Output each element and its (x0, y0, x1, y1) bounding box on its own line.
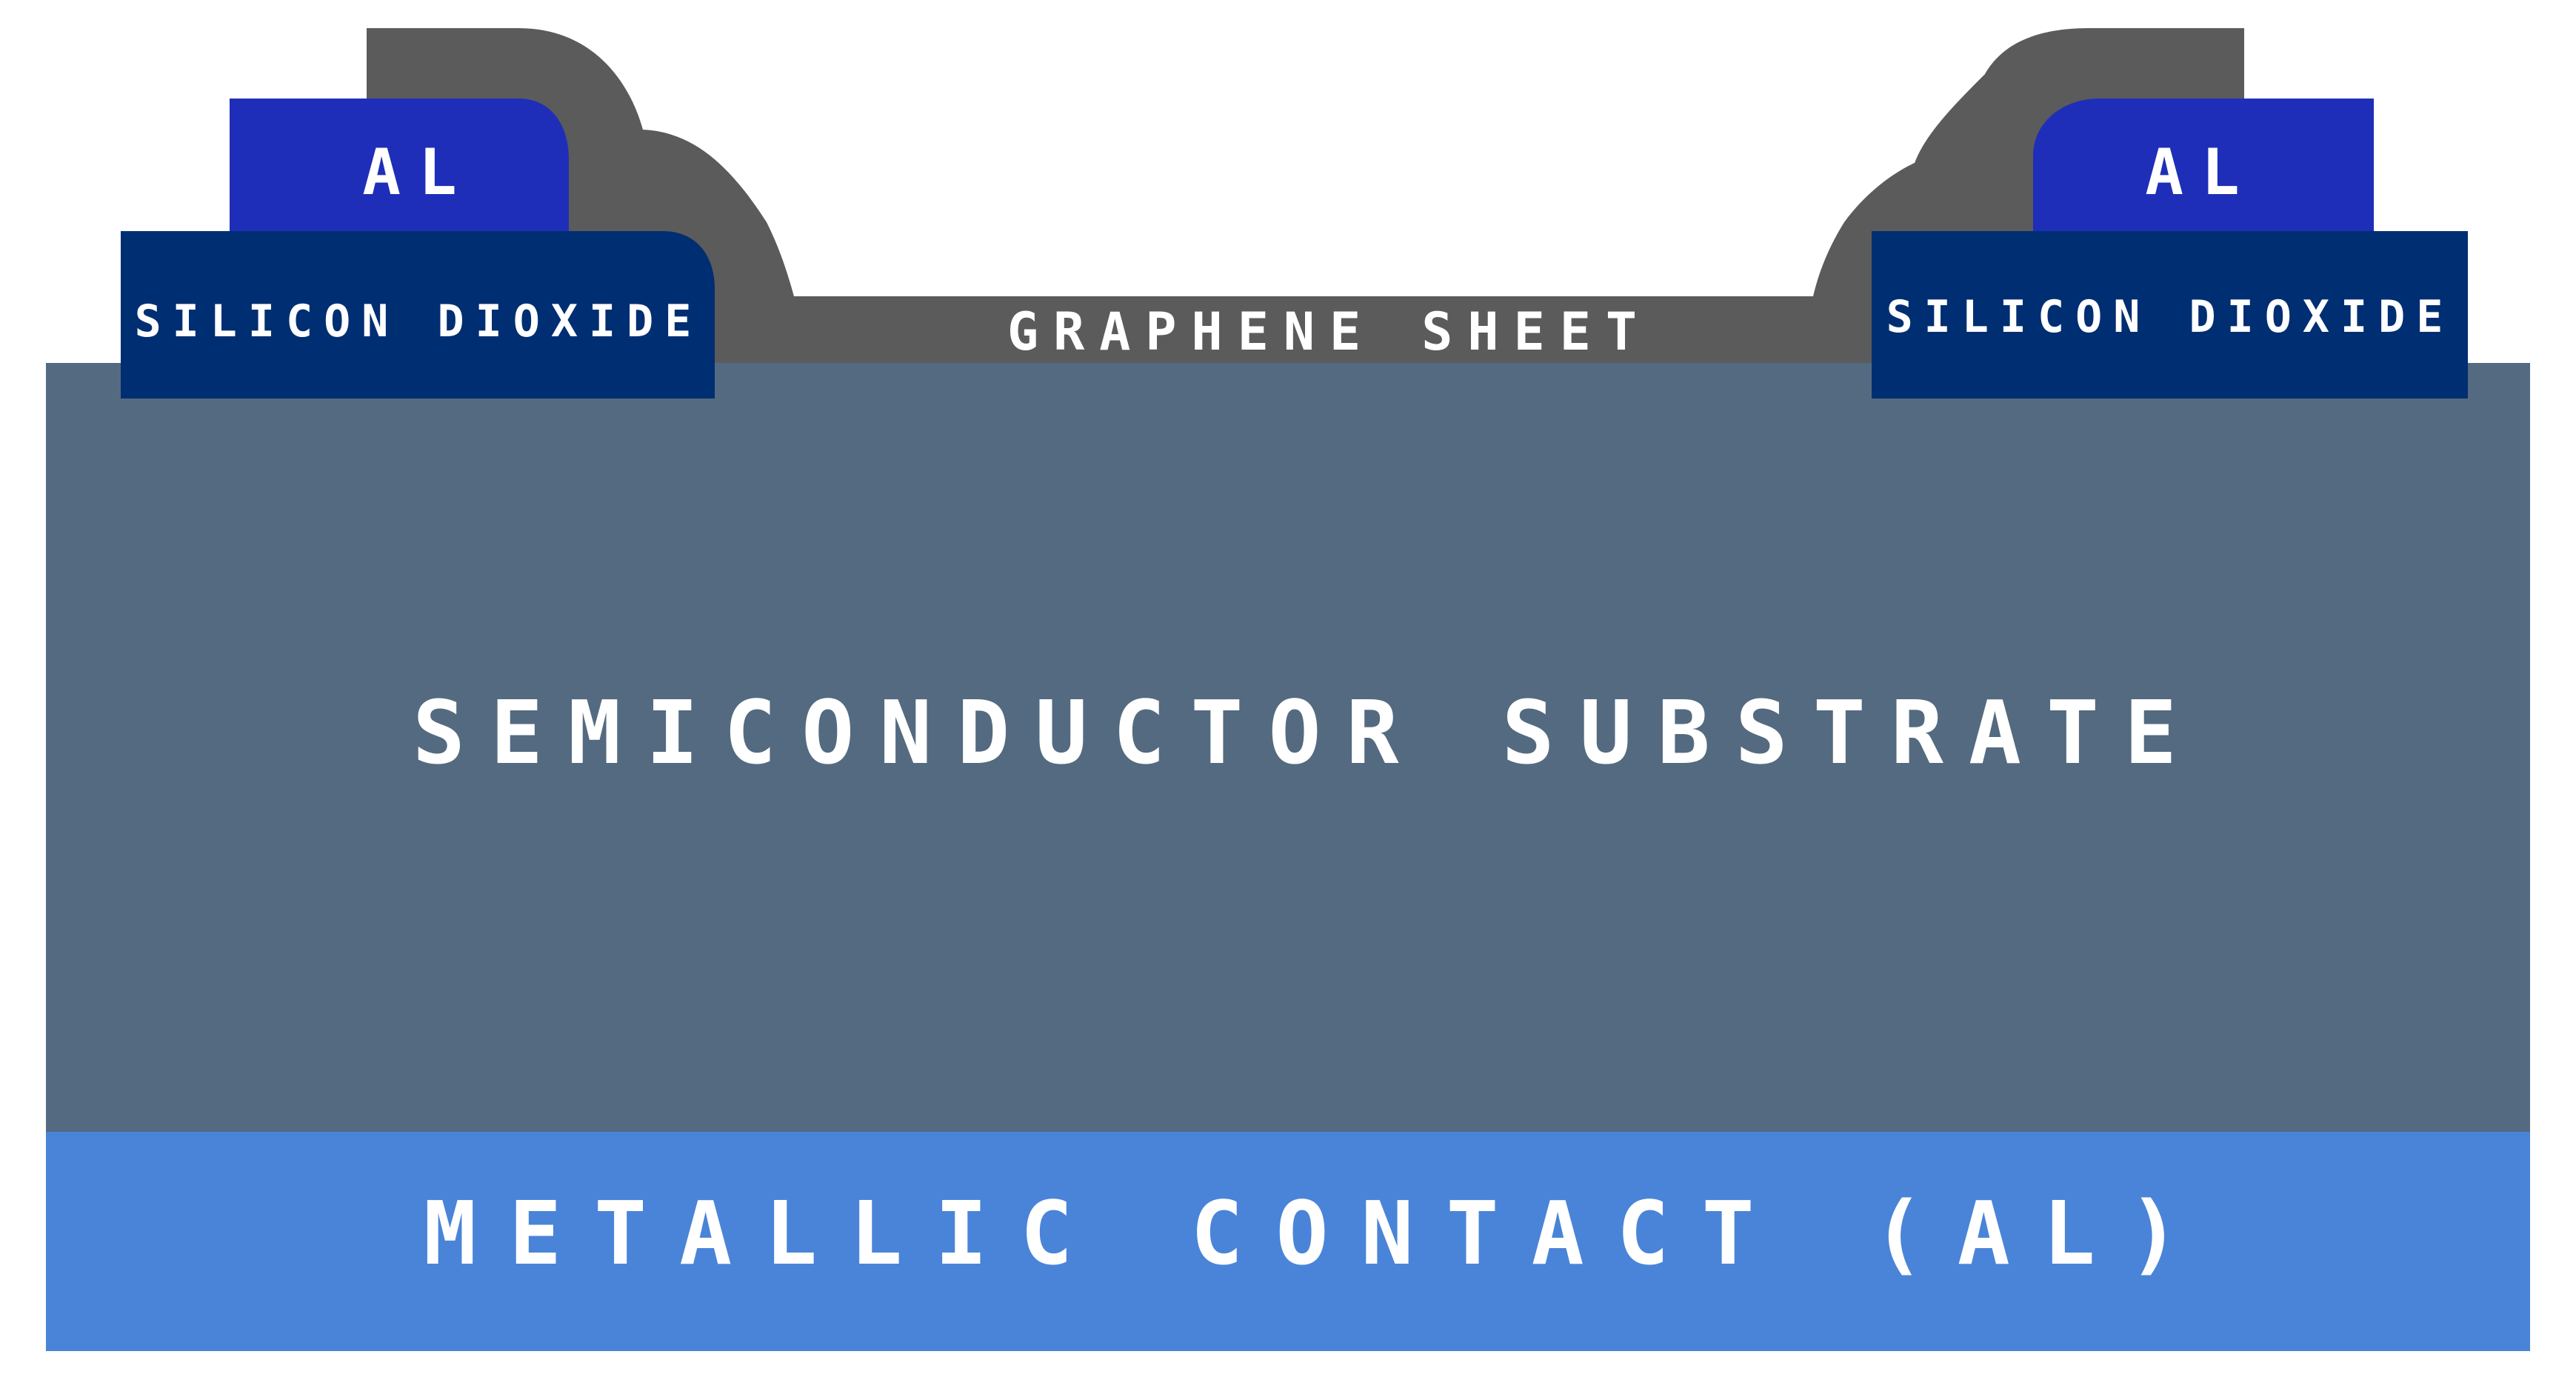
graphene-sheet (367, 28, 2244, 363)
al-right-label: AL (2145, 136, 2258, 210)
silicon-dioxide-right (1872, 231, 2468, 399)
metallic-contact-label: METALLIC CONTACT (AL) (424, 1182, 2213, 1284)
graphene-sheet-label: GRAPHENE SHEET (1007, 301, 1652, 362)
semiconductor-substrate (46, 363, 2530, 1132)
al-pad-left (230, 99, 569, 231)
semiconductor-substrate-label: SEMICONDUCTOR SUBSTRATE (413, 681, 2202, 784)
al-left-label: AL (362, 136, 475, 210)
silicon-dioxide-left-label: SILICON DIOXIDE (135, 296, 703, 347)
silicon-dioxide-right-label: SILICON DIOXIDE (1886, 291, 2455, 343)
al-pad-right (2033, 99, 2374, 231)
metallic-contact (46, 1132, 2530, 1351)
silicon-dioxide-left (121, 231, 715, 399)
